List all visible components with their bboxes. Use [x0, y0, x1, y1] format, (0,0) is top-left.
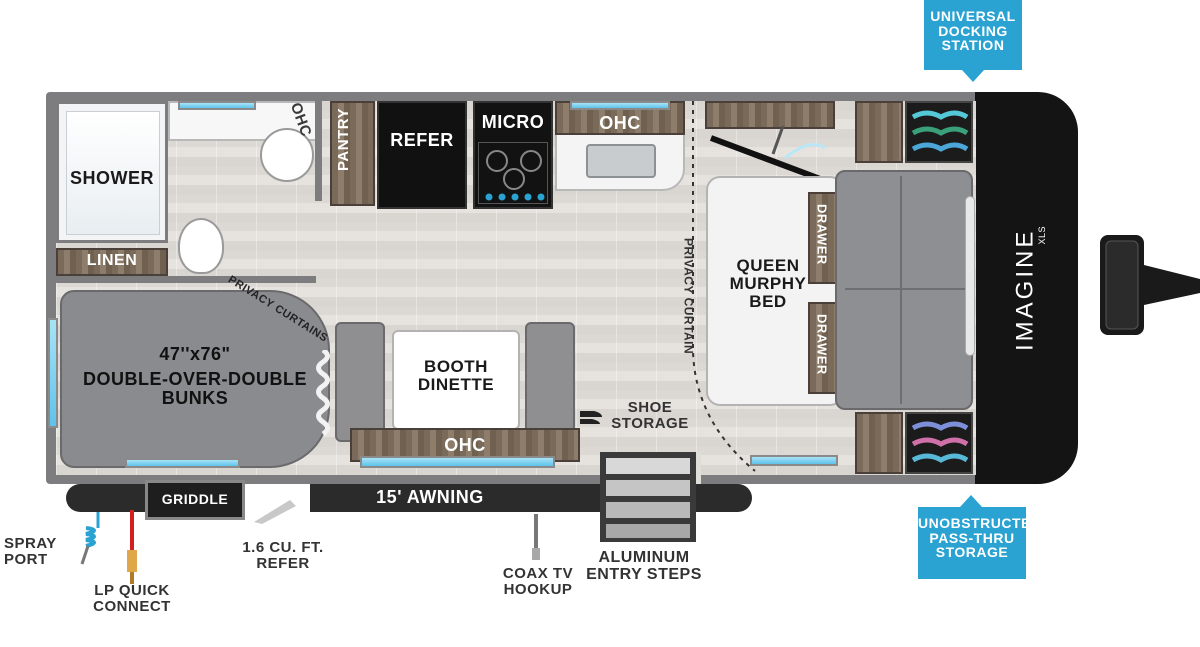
storage-shelves-bottom	[905, 412, 973, 474]
bunk-curtain-folds	[314, 347, 332, 440]
privacy-curtain-label: PRIVACY CURTAIN	[681, 238, 696, 355]
coax-cable-icon	[530, 514, 542, 562]
awning-rail-gap	[240, 484, 310, 512]
passthru-line-3: STORAGE	[935, 544, 1009, 561]
queen-bed-label: QUEEN MURPHY BED	[716, 257, 820, 311]
kitchen-window	[570, 101, 670, 110]
spray-port-line-2: PORT	[4, 550, 48, 568]
docking-line-3: STATION	[941, 37, 1005, 54]
front-wall-window	[965, 196, 975, 356]
bath-wall	[56, 276, 316, 283]
bedroom-sofa	[835, 170, 973, 410]
linen-cabinet	[56, 248, 168, 276]
drawer-bottom	[808, 302, 838, 394]
privacy-curtain-line	[685, 101, 765, 473]
shoe-storage-line-2: STORAGE	[611, 414, 689, 432]
passthru-storage-badge: UNOBSTRUCTED PASS-THRU STORAGE	[918, 507, 1042, 579]
brand-name: IMAGINE	[1011, 228, 1039, 352]
refrigerator	[377, 101, 467, 209]
coax-line-2: HOOKUP	[503, 580, 573, 598]
entry-steps	[596, 452, 700, 542]
passthru-line-2: PASS-THRU	[929, 529, 1015, 546]
lp-connect-line-1: LP QUICK	[94, 582, 170, 599]
refer-outside-line-1: 1.6 CU. FT.	[242, 539, 324, 556]
bedroom-window-bottom	[750, 455, 838, 466]
coax-line-1: COAX TV	[502, 565, 574, 582]
front-cap	[975, 92, 1078, 484]
dinette-bench-right	[525, 322, 575, 442]
lp-connect-label: LP QUICK CONNECT	[82, 583, 182, 615]
griddle-label: GRIDDLE	[161, 491, 229, 507]
bunks-name-line-1: DOUBLE-OVER-DOUBLE	[83, 369, 307, 389]
dinette-table	[392, 330, 520, 430]
queen-bed-line-1: QUEEN	[736, 256, 800, 275]
bath-door-wall	[315, 101, 322, 201]
awning-label: 15' AWNING	[376, 487, 484, 507]
shoe-icon	[578, 405, 604, 425]
storage-cabinet-bottom	[855, 412, 903, 474]
entry-steps-line-1: ALUMINUM	[598, 549, 690, 566]
refer-outside-line-2: REFER	[256, 554, 310, 572]
shoe-storage-line-1: SHOE	[627, 399, 673, 416]
queen-bed-line-2: MURPHY	[729, 273, 807, 293]
passthru-badge-pointer	[960, 495, 982, 507]
lp-connect-line-2: CONNECT	[93, 597, 171, 615]
passthru-line-1: UNOBSTRUCTED	[918, 515, 1042, 531]
booth-dinette-label: BOOTH DINETTE	[392, 358, 520, 394]
griddle-box	[145, 480, 245, 520]
lp-valve-icon	[122, 510, 142, 590]
shower-label: SHOWER	[70, 168, 154, 188]
docking-badge-pointer	[962, 70, 984, 82]
pantry-label: PANTRY	[335, 108, 352, 171]
bunks-name-line-2: BUNKS	[161, 387, 229, 408]
docking-station-badge: UNIVERSAL DOCKING STATION	[924, 0, 1022, 70]
entry-steps-label: ALUMINUM ENTRY STEPS	[582, 549, 706, 584]
sofa-seam-mid	[845, 288, 965, 290]
booth-dinette-line-1: BOOTH	[424, 357, 488, 376]
booth-dinette-line-2: DINETTE	[417, 374, 495, 394]
shoe-storage-label: SHOE STORAGE	[600, 400, 700, 432]
docking-line-1: UNIVERSAL	[930, 8, 1016, 24]
drawer-top-label: DRAWER	[814, 204, 830, 265]
stove-icon	[478, 142, 548, 204]
refer-label: REFER	[390, 130, 454, 150]
micro-label: MICRO	[481, 112, 545, 132]
ohc-dinette-label: OHC	[444, 435, 486, 455]
sofa-seam-top	[900, 176, 902, 404]
pantry-cabinet	[330, 101, 375, 206]
bunks-size-label: 47''x76"	[159, 344, 231, 364]
shower-icon	[66, 111, 160, 235]
storage-cabinet-top	[855, 101, 903, 163]
spray-port-label: SPRAY PORT	[4, 536, 68, 568]
dinette-bench-left	[335, 322, 385, 442]
refer-outside-label: 1.6 CU. FT. REFER	[228, 540, 338, 572]
hose-icon	[76, 508, 112, 568]
toilet-icon	[178, 218, 224, 274]
queen-bed-line-3: BED	[749, 291, 787, 311]
hitch-icon	[1078, 225, 1200, 345]
ohc-kitchen-label: OHC	[599, 113, 641, 133]
storage-shelves-top	[905, 101, 973, 163]
entry-steps-line-2: ENTRY STEPS	[586, 565, 702, 583]
bunks-name-label: DOUBLE-OVER-DOUBLE BUNKS	[70, 370, 320, 408]
tv-icon	[705, 118, 835, 190]
drawer-bottom-label: DRAWER	[814, 314, 830, 375]
brand-model: XLS	[1037, 226, 1047, 245]
sink-icon	[260, 128, 314, 182]
bunk-window-side	[48, 318, 58, 428]
spray-port-line-1: SPRAY	[4, 535, 57, 552]
bunk-window-bottom	[125, 458, 240, 468]
dinette-window	[360, 456, 555, 468]
linen-label: LINEN	[86, 252, 138, 269]
bunk-mattress	[60, 290, 330, 468]
sink-icon	[586, 144, 656, 178]
bedroom-top-cabinet	[705, 101, 835, 129]
bath-window	[178, 101, 256, 110]
docking-line-2: DOCKING	[938, 22, 1008, 39]
coax-label: COAX TV HOOKUP	[490, 566, 586, 598]
refer-hatch-icon	[250, 496, 300, 526]
